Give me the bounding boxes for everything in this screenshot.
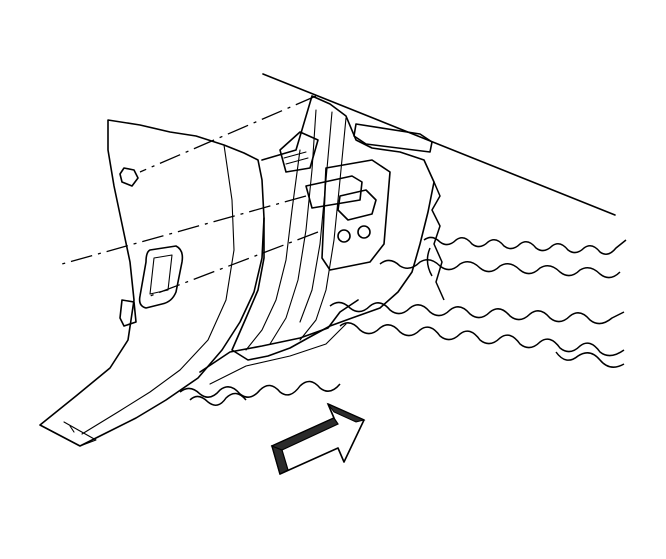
break-line xyxy=(339,322,625,357)
clip-tab-icon xyxy=(119,299,137,327)
break-line xyxy=(426,247,433,277)
pillar-trim-edge xyxy=(81,144,235,435)
trim-notch xyxy=(69,425,75,433)
sill-plate xyxy=(199,299,359,373)
pillar-inner-edge-3 xyxy=(299,111,333,323)
break-line xyxy=(189,392,247,406)
break-line xyxy=(179,380,341,398)
sill-plate-lower xyxy=(209,323,347,385)
break-line xyxy=(555,351,625,368)
roof-line xyxy=(262,73,616,216)
striker-bolt-icon xyxy=(357,225,371,239)
leader-line xyxy=(139,95,317,173)
pillar-trim-panel xyxy=(39,119,265,447)
grab-handle-icon xyxy=(138,245,184,309)
handle-icon xyxy=(353,123,433,153)
leader-line xyxy=(149,231,319,297)
seatbelt-guide-ribs xyxy=(283,151,309,165)
break-line xyxy=(431,181,445,301)
pillar-trim-lower-lip xyxy=(39,421,97,447)
striker-bolt-icon xyxy=(337,229,351,243)
break-line xyxy=(379,259,621,279)
striker-loop xyxy=(337,189,377,221)
seatbelt-guide xyxy=(279,131,319,173)
striker-plate xyxy=(321,159,391,271)
front-arrow-icon xyxy=(270,402,366,475)
latch-bracket xyxy=(305,175,363,209)
fastener-icon xyxy=(119,167,139,187)
pillar-inner-edge-1 xyxy=(245,149,301,351)
pillar-weatherstrip xyxy=(299,117,347,341)
leader-line xyxy=(61,195,307,265)
break-line xyxy=(423,236,627,255)
break-line xyxy=(329,301,625,325)
grab-handle-inner xyxy=(149,254,173,295)
pillar-inner-edge-2 xyxy=(269,109,317,345)
